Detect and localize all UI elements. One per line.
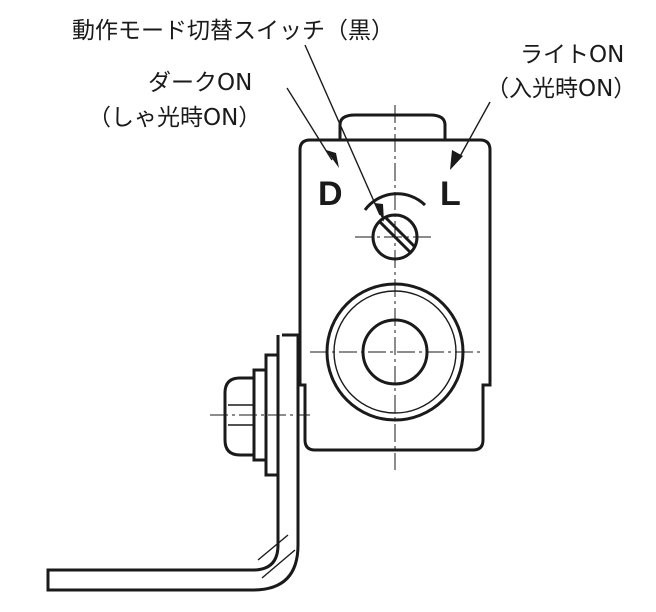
mode-switch-label: 動作モード切替スイッチ（黒） [72, 18, 394, 44]
dark-on-label: ダークON [148, 70, 252, 96]
lens [325, 282, 465, 422]
leader-lines [286, 44, 491, 222]
light-on-label: ライトON [520, 42, 624, 68]
mounting-screw [210, 353, 310, 477]
sensor-body [298, 113, 492, 452]
d-marking: D [318, 175, 343, 213]
light-on-sub-label: （入光時ON） [486, 76, 636, 102]
mode-switch[interactable] [363, 192, 427, 261]
l-marking: L [440, 175, 461, 213]
dark-on-sub-label: （しゃ光時ON） [88, 105, 261, 131]
mounting-bracket [46, 333, 300, 592]
